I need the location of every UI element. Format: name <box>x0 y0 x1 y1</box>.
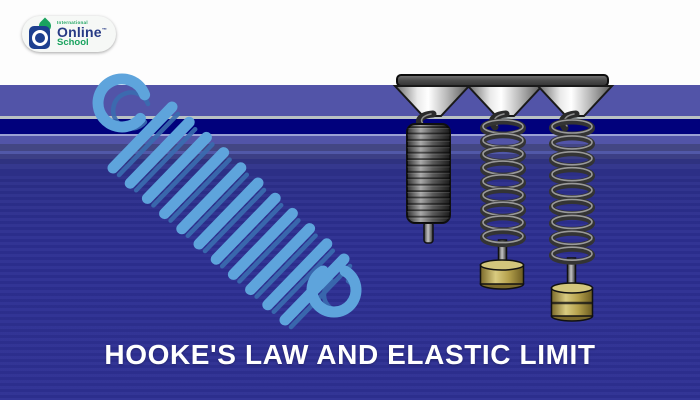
divider-line <box>0 116 700 119</box>
spring-bottom-hook <box>306 265 362 318</box>
spring-top-hook <box>92 73 151 133</box>
logo-name: Online™ <box>57 24 107 40</box>
weight-large <box>550 282 594 322</box>
logo: International Online™ School <box>22 16 116 52</box>
spring-two-weights <box>550 120 594 322</box>
divider-line <box>0 134 700 136</box>
support-bar <box>396 74 609 87</box>
spring-coils <box>483 120 523 244</box>
background-top-band <box>0 0 700 85</box>
spring-one-weight <box>479 120 525 290</box>
coiled-spring-icon <box>92 73 362 330</box>
spring-unstretched <box>406 123 451 244</box>
page-title: HOOKE'S LAW AND ELASTIC LIMIT <box>104 339 596 370</box>
logo-small-label: International <box>57 19 88 25</box>
funnel-mount-1 <box>392 85 472 117</box>
logo-text: International Online™ School <box>57 19 107 48</box>
spring-coil-strokes <box>92 73 362 326</box>
spring-rod <box>423 221 434 244</box>
trademark-mark: ™ <box>101 27 107 34</box>
funnel-mount-3 <box>535 85 615 117</box>
funnel-mount-2 <box>465 85 545 117</box>
weight-small <box>479 259 525 290</box>
logo-sub: School <box>57 37 89 48</box>
ring-square-icon <box>29 25 50 49</box>
springs-apparatus <box>392 74 615 322</box>
spring-coils <box>552 120 592 262</box>
logo-mark-icon <box>29 17 54 49</box>
